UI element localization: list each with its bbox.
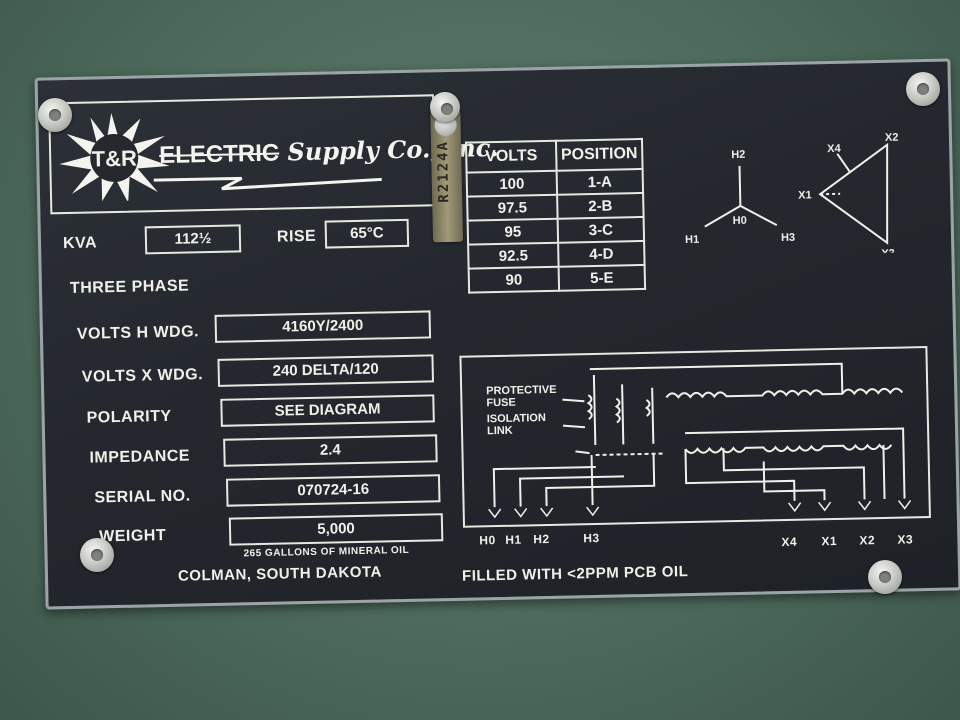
table-cell: 5-E [558, 264, 646, 291]
table-cell: 100 [466, 170, 558, 197]
table-cell: 2-B [557, 192, 644, 219]
h-terminal-1: H1 [505, 532, 522, 547]
wye-label: H0 [733, 215, 747, 227]
x-terminal-3: X3 [897, 532, 914, 547]
table-header-row: VOLTS POSITION [465, 138, 643, 173]
screw-icon [906, 72, 940, 106]
rise-value: 65°C [324, 218, 410, 249]
delta-label: X3 [881, 248, 895, 257]
delta-label: X2 [885, 132, 899, 144]
location: COLMAN, SOUTH DAKOTA [177, 563, 383, 585]
rise-label: RISE [276, 227, 317, 246]
oil-note: 265 GALLONS OF MINERAL OIL [243, 544, 410, 560]
table-header: VOLTS [465, 140, 557, 173]
nameplate: T&R ELECTRIC Supply Co., Inc. R2124A KVA… [34, 58, 960, 610]
company-word: ELECTRIC [158, 139, 280, 170]
impedance-value: 2.4 [223, 434, 438, 467]
wye-label: H3 [781, 232, 795, 244]
delta-label: X1 [798, 189, 812, 201]
h-terminal-3: H3 [583, 530, 600, 546]
serial-label: SERIAL NO. [94, 487, 191, 507]
table-cell: 90 [468, 266, 560, 293]
logo-box: T&R ELECTRIC Supply Co., Inc. [48, 94, 499, 215]
screw-icon [430, 92, 460, 122]
volts-x-value: 240 DELTA/120 [217, 354, 434, 387]
polarity-value: SEE DIAGRAM [220, 394, 435, 427]
polarity-label: POLARITY [86, 407, 172, 427]
table-cell: 3-C [557, 216, 645, 243]
table-cell: 4-D [558, 240, 645, 267]
x-terminal-1: X1 [821, 533, 838, 549]
x-terminal-0: X4 [781, 534, 798, 550]
screw-icon [868, 560, 902, 594]
serial-value: 070724-16 [225, 474, 441, 507]
table-cell: 95 [467, 218, 559, 245]
volts-h-value: 4160Y/2400 [214, 310, 432, 343]
phase-label: THREE PHASE [69, 277, 190, 297]
starburst-logo-icon: T&R [59, 113, 170, 203]
screw-icon [38, 98, 72, 132]
brass-tag: R2124A [430, 109, 464, 243]
table-header: POSITION [555, 138, 643, 171]
kva-value: 112½ [144, 224, 242, 255]
svg-text:T&R: T&R [91, 146, 137, 172]
kva-label: KVA [62, 234, 98, 253]
weight-value: 5,000 [228, 513, 444, 546]
delta-label: X4 [827, 143, 842, 155]
brass-tag-text: R2124A [434, 139, 453, 203]
volts-h-label: VOLTS H WDG. [76, 323, 200, 343]
impedance-label: IMPEDANCE [89, 447, 191, 467]
wye-label: H2 [731, 149, 745, 161]
screw-icon [80, 538, 114, 572]
table-cell: 92.5 [468, 242, 559, 269]
x-terminal-2: X2 [859, 533, 876, 548]
vector-diagram: H2 H0 H1 H3 X4 X2 X1 X3 [685, 132, 899, 258]
volts-x-label: VOLTS X WDG. [81, 366, 204, 386]
h-terminal-2: H2 [533, 531, 550, 547]
wiring-schematic [488, 362, 912, 519]
pcb-note: FILLED WITH <2PPM PCB OIL [461, 563, 689, 585]
lightning-underline-icon [153, 176, 382, 191]
h-terminal-0: H0 [479, 533, 496, 548]
table-cell: 1-A [556, 168, 644, 195]
wye-label: H1 [685, 234, 699, 246]
table-cell: 97.5 [467, 194, 558, 221]
